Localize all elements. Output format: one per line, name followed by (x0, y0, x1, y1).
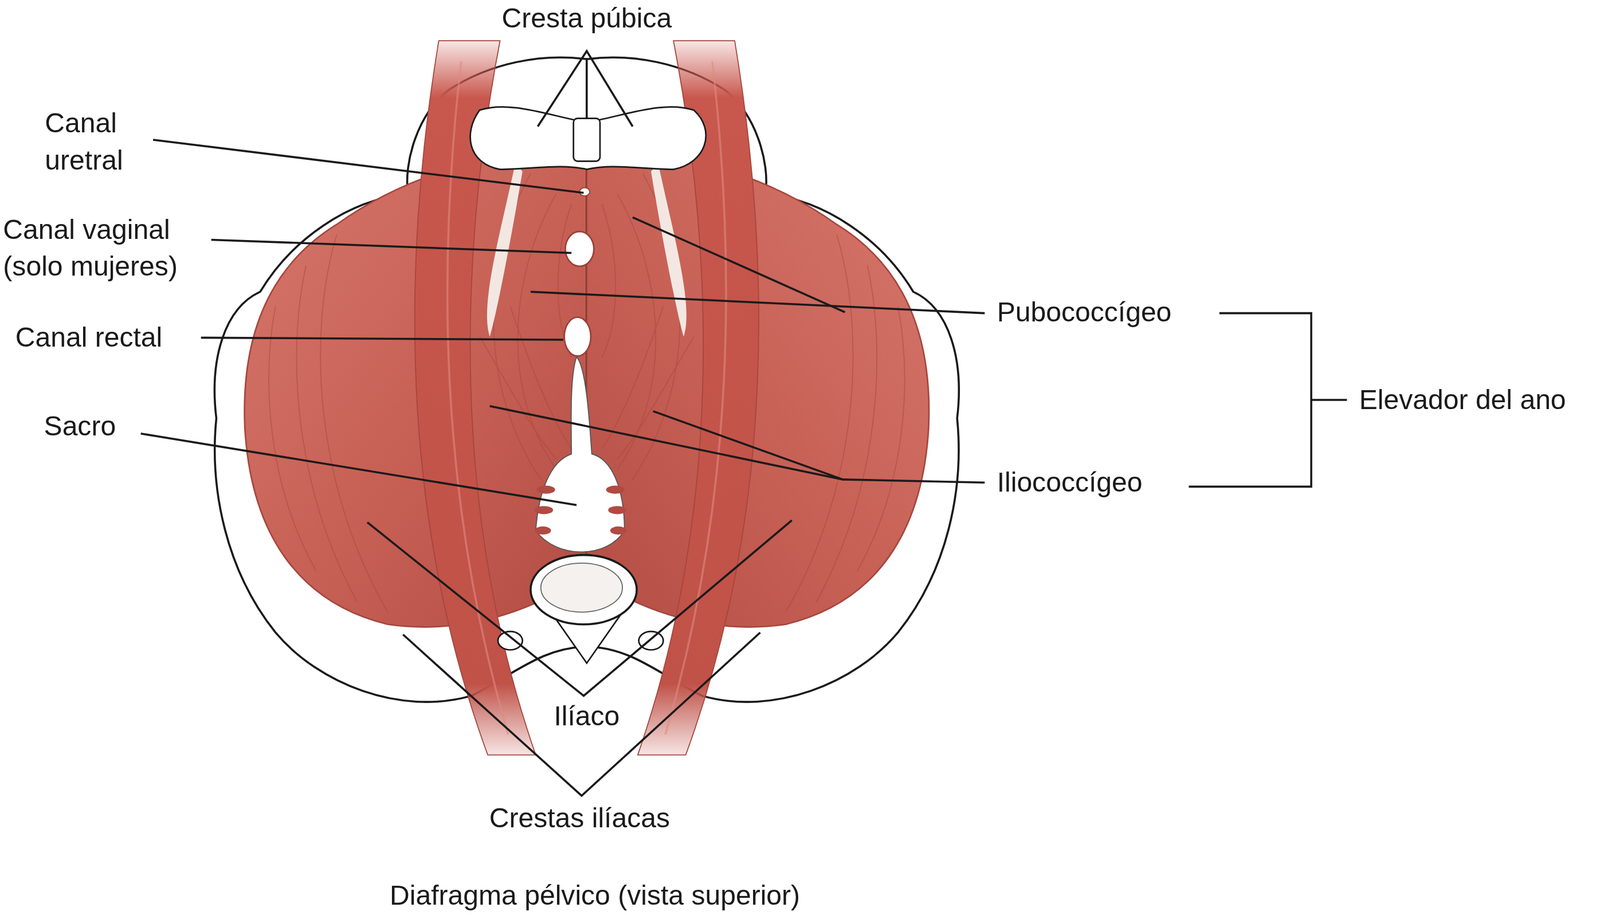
bone-label: Sacro (44, 408, 117, 445)
group-label: Elevador del ano (1359, 381, 1567, 419)
part-label: Canal rectal (15, 319, 163, 356)
muscle-label: Ilíaco (553, 697, 620, 735)
part-label: Canal uretral (44, 104, 173, 179)
bone-label: Crestas ilíacas (489, 800, 670, 837)
pubic-bone (470, 107, 707, 170)
figure-caption: Diafragma pélvico (vista superior) (389, 877, 800, 915)
vaginal-opening (565, 231, 594, 267)
rectal-opening (564, 317, 591, 357)
sacrum-bone (535, 357, 625, 552)
bone-label: Cresta púbica (502, 0, 673, 37)
pubic-symphysis (573, 118, 600, 162)
vertebra (530, 555, 637, 625)
muscle-label: Pubococcígeo (997, 293, 1172, 331)
part-label: Canal vaginal (solo mujeres) (2, 211, 213, 285)
muscle-label: Iliococcígeo (997, 464, 1143, 501)
leader-lines (140, 51, 1348, 796)
